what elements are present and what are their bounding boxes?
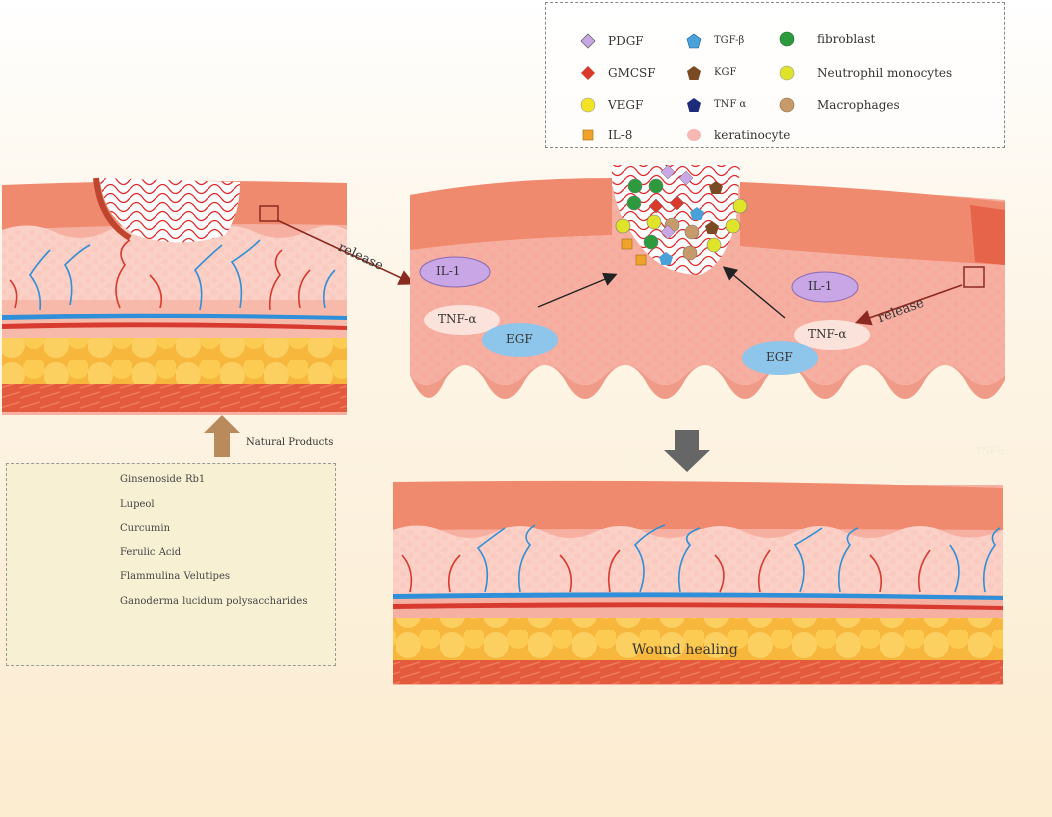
legend-label: TNF α <box>714 99 747 110</box>
healed-vein <box>393 592 1003 600</box>
kgf-pentagon-icon <box>687 66 701 80</box>
wound-cell <box>725 218 741 234</box>
left-fat-layer <box>2 338 347 384</box>
legend-label: PDGF <box>608 34 644 48</box>
wound-cells <box>615 164 748 266</box>
healed-artery <box>393 602 1003 610</box>
pdgf-diamond-icon <box>580 33 596 49</box>
legend-label: Neutrophil monocytes <box>817 66 953 80</box>
healed-fat-layer <box>393 618 1003 662</box>
faint-tnf-label: TNF-α <box>976 447 1005 457</box>
wound-epidermis-right <box>740 182 1005 265</box>
egf-left-label: EGF <box>506 332 533 346</box>
wound-cell <box>648 198 664 214</box>
wound-cell <box>705 221 719 234</box>
tnf-left-label: TNF-α <box>438 312 477 326</box>
release-arrow-right <box>854 284 963 326</box>
left-skin-section <box>2 177 347 415</box>
legend-label: fibroblast <box>817 32 876 46</box>
legend-label: GMCSF <box>608 66 656 80</box>
left-vein <box>2 313 347 320</box>
release-arrow-left <box>276 219 415 285</box>
product-item: Flammulina Velutipes <box>120 571 231 582</box>
neutrophil-circle-icon <box>779 65 795 81</box>
product-item: Lupeol <box>120 499 155 510</box>
product-item: Curcumin <box>120 523 171 534</box>
wound-cell <box>682 245 698 261</box>
legend-label: TGF-β <box>714 35 745 46</box>
macrophage-circle-icon <box>779 97 795 113</box>
wound-cell <box>648 178 664 194</box>
right-sample-box <box>963 266 985 288</box>
keratinocyte-ellipse-icon <box>687 129 701 141</box>
legend-label: VEGF <box>608 98 644 112</box>
legend-label: KGF <box>714 67 737 78</box>
il1-left <box>419 256 491 288</box>
wound-cell <box>643 234 659 250</box>
gmcsf-diamond-icon <box>581 66 595 80</box>
tnf-right-label: TNF-α <box>808 327 847 341</box>
wound-cell <box>684 224 700 240</box>
healed-epidermis <box>393 480 1003 530</box>
il8-square-icon <box>582 129 594 141</box>
tnf-left <box>424 305 500 335</box>
left-artery <box>2 322 347 330</box>
legend-label: Macrophages <box>817 98 900 112</box>
tnf-pentagon-icon <box>687 98 701 112</box>
wound-cell <box>646 214 662 230</box>
fibroblast-circle-icon <box>779 31 795 47</box>
il1-right <box>791 271 859 303</box>
vegf-circle-icon <box>580 97 596 113</box>
egf-right-label: EGF <box>766 350 793 364</box>
wound-cell <box>690 207 704 220</box>
wound-cell <box>669 195 685 211</box>
egf-left <box>482 323 558 357</box>
wound-cell <box>678 170 694 186</box>
wound-skin-section <box>410 165 1005 399</box>
wound-epidermis-left <box>410 178 612 250</box>
wound-cell <box>615 218 631 234</box>
legend-label: keratinocyte <box>714 128 791 142</box>
egf-to-wound-arrow <box>537 272 618 308</box>
wound-cell <box>660 164 676 180</box>
wound-cell <box>732 198 748 214</box>
il1-right-label: IL-1 <box>808 279 833 293</box>
legend: PDGF GMCSF VEGF IL-8 TGF-β KGF TNF α ker… <box>545 2 1005 148</box>
wound-cell <box>659 252 673 265</box>
wound-cell <box>706 237 722 253</box>
left-sample-box <box>259 205 279 222</box>
egf-right <box>742 341 818 375</box>
legend-label: IL-8 <box>608 128 633 142</box>
left-capillaries <box>9 239 336 311</box>
wound-cell <box>626 195 642 211</box>
wound-cell <box>621 238 633 250</box>
healed-skin-section <box>393 480 1003 685</box>
cytokines-right <box>742 271 870 375</box>
tgf-pentagon-icon <box>686 33 702 49</box>
natural-products-label: Natural Products <box>246 437 334 448</box>
wound-cell <box>660 224 676 240</box>
cytokines-left <box>419 256 558 357</box>
healing-down-arrow-icon <box>664 430 710 472</box>
wound-cell <box>709 181 723 194</box>
wound-healing-label: Wound healing <box>632 642 738 658</box>
il1-left-label: IL-1 <box>436 264 461 278</box>
product-item: Ginsenoside Rb1 <box>120 474 206 485</box>
tnf-right <box>794 320 870 350</box>
natural-products-arrow-icon <box>204 415 240 457</box>
product-item: Ganoderma lucidum polysaccharides <box>120 596 308 607</box>
left-muscle-layer <box>2 384 347 412</box>
wound-cell <box>635 254 647 266</box>
healed-capillaries <box>401 524 1001 593</box>
product-item: Ferulic Acid <box>120 547 182 558</box>
healed-muscle-layer <box>393 660 1003 684</box>
tnf-to-wound-arrow <box>722 266 786 319</box>
wound-cell <box>627 178 643 194</box>
natural-products-box: Ginsenoside Rb1 Lupeol Curcumin Ferulic … <box>6 463 336 666</box>
